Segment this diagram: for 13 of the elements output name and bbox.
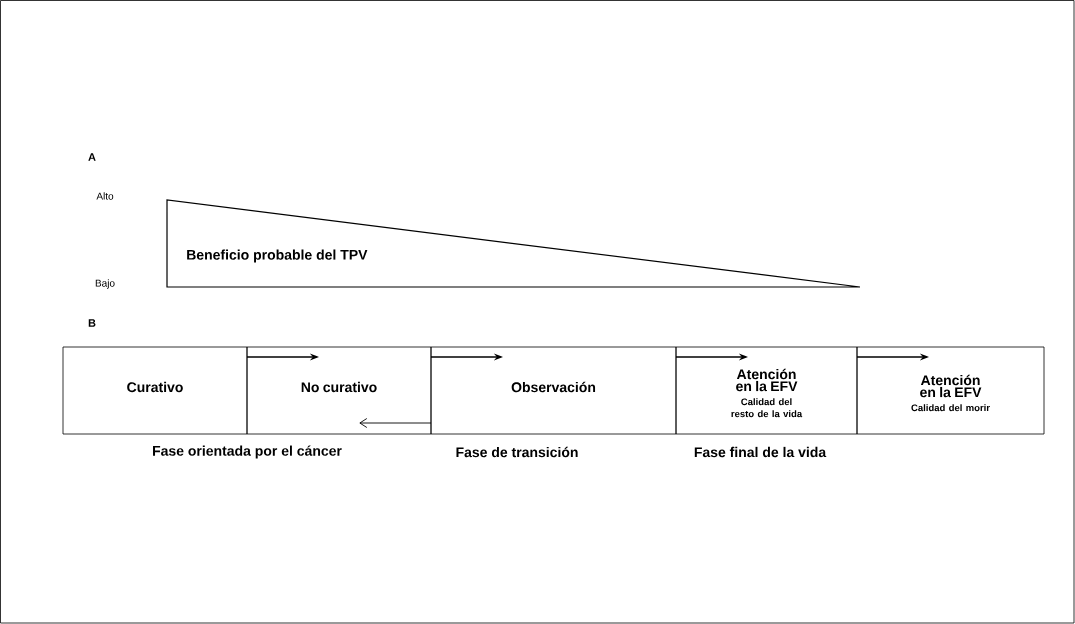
panel-label: A bbox=[88, 153, 96, 161]
process-box: No curativo bbox=[246, 346, 432, 435]
axis-label: Bajo bbox=[95, 279, 115, 289]
process-box: Atención en la EFV Calidad del resto de la vida bbox=[675, 346, 858, 435]
phase-label: Fase orientada por el cáncer bbox=[153, 445, 342, 459]
process-box: Observación bbox=[430, 346, 677, 435]
arrow bbox=[359, 418, 432, 428]
process-box: Atención en la EFV Calidad del morir bbox=[856, 346, 1045, 435]
panel-label: B bbox=[88, 319, 96, 327]
phase-label: Fase de transición bbox=[456, 446, 578, 458]
axis-label: Alto bbox=[96, 192, 114, 200]
process-box: Curativo bbox=[62, 346, 248, 435]
phase-label: Fase final de la vida bbox=[694, 446, 827, 458]
